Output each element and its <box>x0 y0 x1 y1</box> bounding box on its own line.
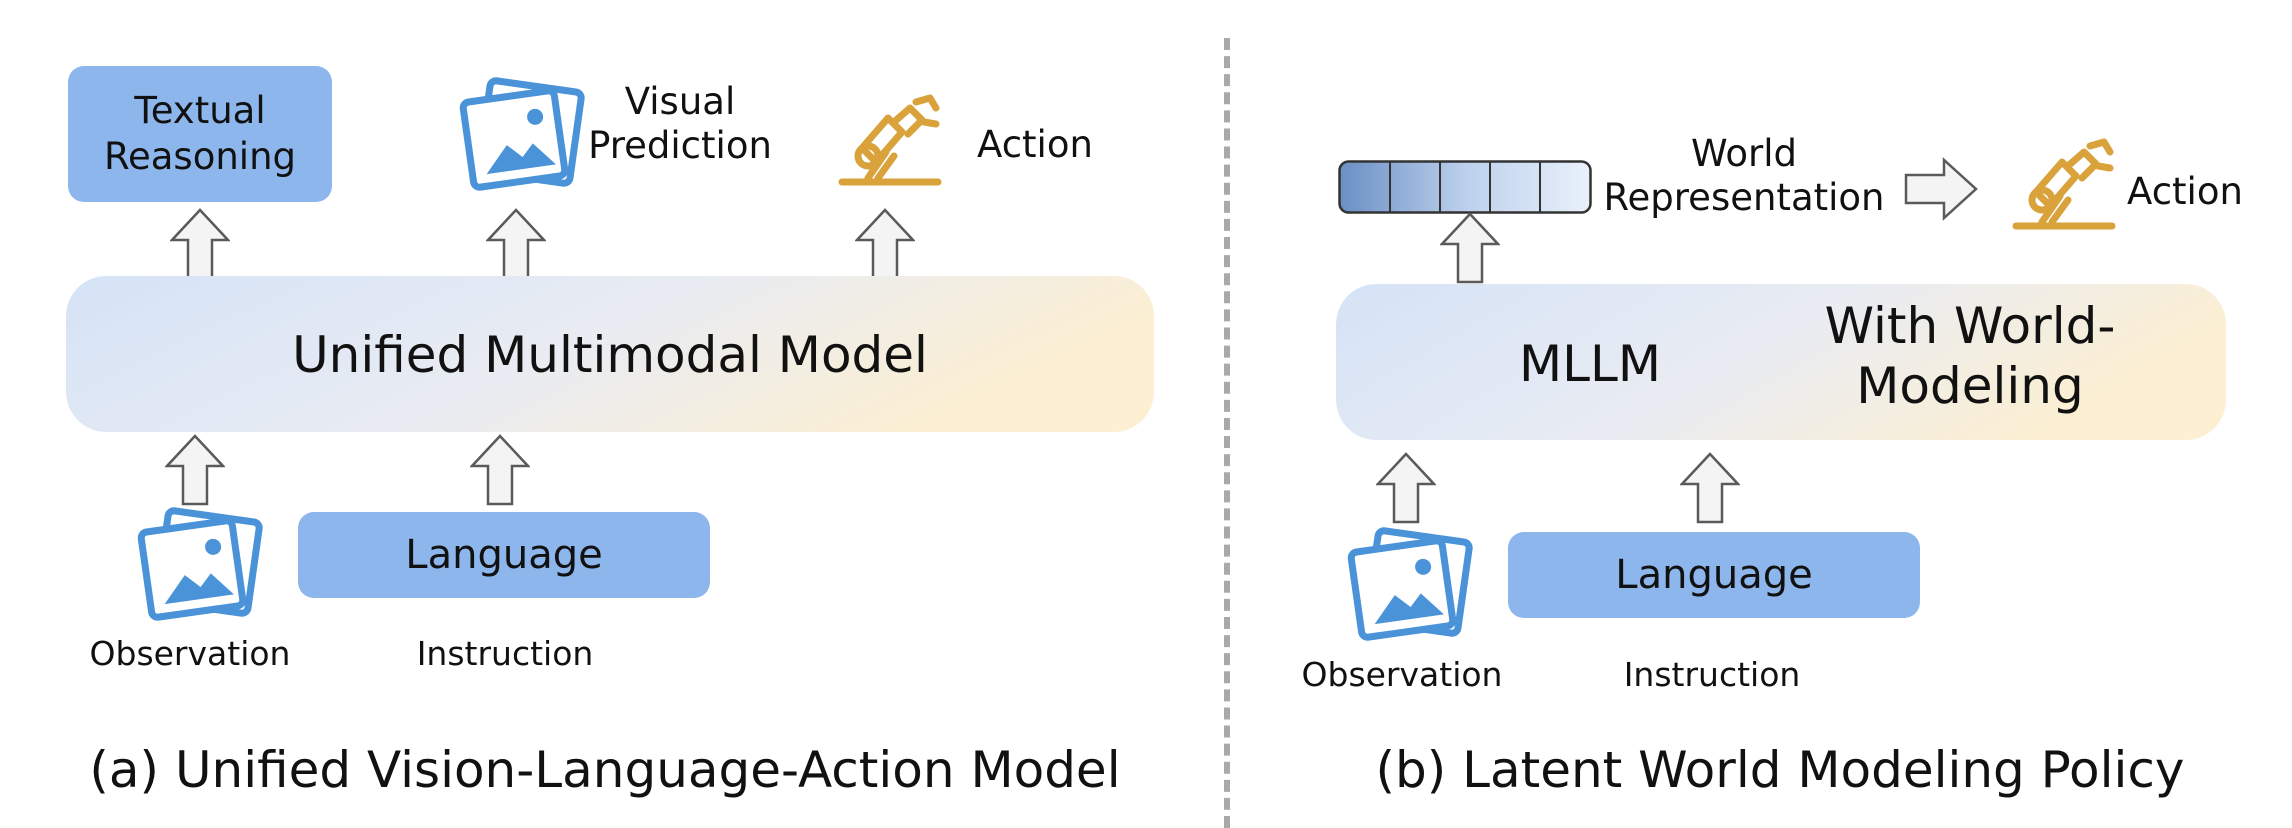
image-icon <box>1347 527 1473 641</box>
textual-reasoning-label: Textual Reasoning <box>103 88 297 178</box>
mllm-label: MLLM <box>1519 335 1661 393</box>
arrow-right-icon <box>1904 157 1978 221</box>
language-label-right: Language <box>1615 552 1813 598</box>
world-modeling-label: With World- Modeling <box>1824 297 2116 415</box>
action-label-left: Action <box>977 123 1093 166</box>
world-representation-label: World Representation <box>1603 132 1885 220</box>
arrow-up-icon <box>486 208 546 280</box>
image-icon <box>137 507 263 621</box>
robot-arm-icon <box>2012 138 2116 230</box>
textual-reasoning-box: Textual Reasoning <box>68 66 332 202</box>
mllm-bar <box>1336 284 2226 440</box>
instruction-label-right: Instruction <box>1623 655 1801 694</box>
panel-divider <box>1224 38 1230 828</box>
arrow-up-icon <box>1680 452 1740 524</box>
language-box-left: Language <box>298 512 710 598</box>
token-bar-icon <box>1338 160 1592 214</box>
arrow-up-icon <box>1376 452 1436 524</box>
arrow-up-icon <box>170 208 230 280</box>
language-box-right: Language <box>1508 532 1920 618</box>
language-label-left: Language <box>405 532 603 578</box>
observation-label-right: Observation <box>1301 655 1503 694</box>
action-label-right: Action <box>2127 170 2243 213</box>
caption-right: (b) Latent World Modeling Policy <box>1375 741 2185 799</box>
arrow-up-icon <box>1440 212 1500 284</box>
instruction-label-left: Instruction <box>416 634 594 673</box>
arrow-up-icon <box>165 434 225 506</box>
arrow-up-icon <box>470 434 530 506</box>
visual-prediction-label: Visual Prediction <box>588 80 772 168</box>
arrow-up-icon <box>855 208 915 280</box>
observation-label-left: Observation <box>89 634 291 673</box>
robot-arm-icon <box>838 94 942 186</box>
unified-model-label: Unified Multimodal Model <box>292 326 928 384</box>
image-icon <box>459 77 585 191</box>
unified-model-bar <box>66 276 1154 432</box>
caption-left: (a) Unified Vision-Language-Action Model <box>89 741 1121 799</box>
